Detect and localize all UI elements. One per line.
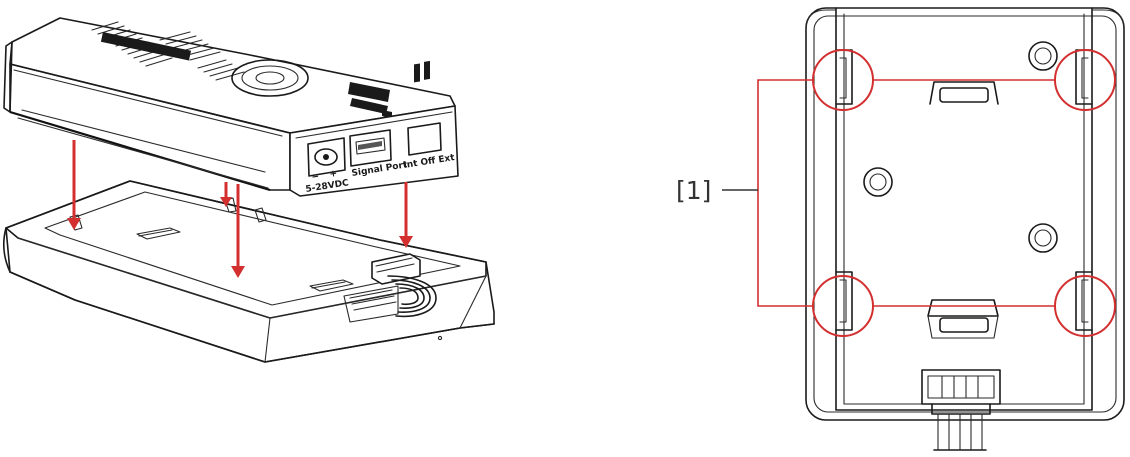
screw-hole-right xyxy=(1028,223,1058,253)
red-down-arrow-icon xyxy=(67,140,81,230)
clip-highlights xyxy=(757,49,1116,337)
mounting-base-isometric xyxy=(2,180,495,363)
voltage-plus-label: + xyxy=(329,169,338,180)
screw-hole-top xyxy=(1028,41,1058,71)
voltage-minus-label: − xyxy=(311,172,320,183)
base-connector-isometric xyxy=(343,253,437,323)
device-unit-isometric: − + 5-28VDC Signal Port Int Off Ext xyxy=(3,17,459,197)
red-circle-icon xyxy=(812,275,874,337)
red-down-arrow-icon xyxy=(231,184,245,278)
red-circle-icon xyxy=(812,49,874,111)
red-circle-icon xyxy=(1054,49,1116,111)
brand-plate xyxy=(348,82,392,118)
side-clip-bottom-right xyxy=(1075,271,1093,331)
red-circle-icon xyxy=(1054,275,1116,337)
callout-1: [1] xyxy=(676,176,758,205)
power-jack xyxy=(307,137,346,177)
screw-hole-left xyxy=(863,167,893,197)
heatsink-fins xyxy=(91,21,245,81)
signal-port xyxy=(349,129,392,167)
slot-top xyxy=(929,81,999,105)
red-down-arrow-icon xyxy=(220,182,232,207)
side-clip-bottom-left xyxy=(835,271,853,331)
bottom-connector xyxy=(921,369,1001,451)
callout-label: [1] xyxy=(676,176,711,205)
mount-arrows xyxy=(67,140,413,278)
isometric-assembly-view: − + 5-28VDC Signal Port Int Off Ext xyxy=(2,17,495,363)
top-view-base: [1] xyxy=(676,7,1125,451)
red-down-arrow-icon xyxy=(399,182,413,248)
mode-switch xyxy=(407,60,442,156)
